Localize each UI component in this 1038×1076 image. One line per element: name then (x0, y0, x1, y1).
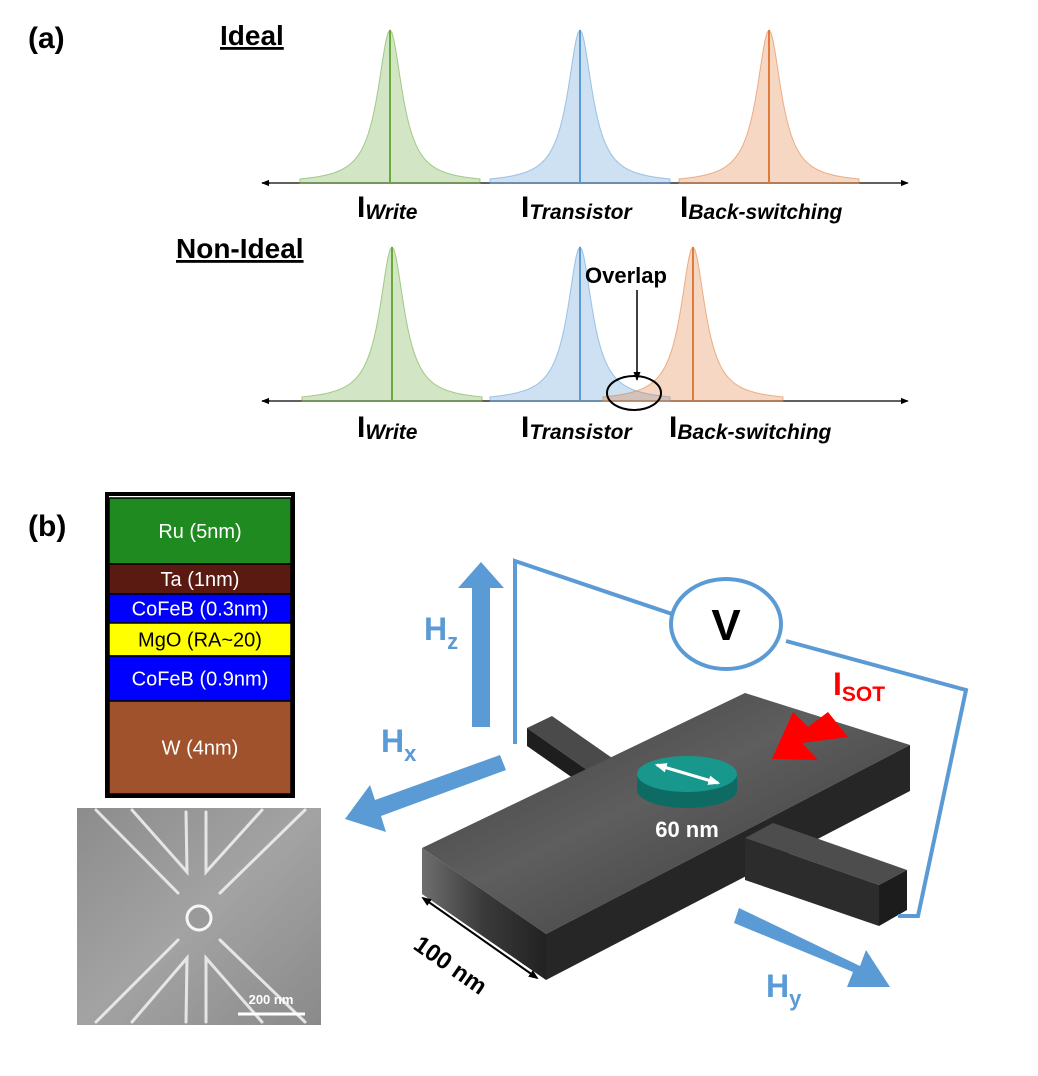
pillar-diameter-arrow (654, 763, 721, 785)
non-ideal-label-back-switching: IBack-switching (669, 411, 832, 444)
bar-width-arrow (421, 896, 539, 980)
layer-label-ru-5nm: Ru (5nm) (158, 521, 241, 543)
panel-a-label: (a) (28, 22, 65, 55)
non-ideal-label-transistor: ITransistor (521, 411, 633, 444)
layer-stack-frame (105, 492, 295, 798)
sem-pillar (185, 904, 213, 932)
voltmeter (669, 577, 783, 671)
current-label: ISOT (833, 666, 885, 706)
layer-label-mgo-ra-20: MgO (RA~20) (138, 630, 262, 652)
ideal-title: Ideal (220, 20, 284, 51)
ideal-peaks (299, 29, 860, 184)
layer-label-cofeb-0-9nm: CoFeB (0.9nm) (132, 669, 269, 691)
hx-arrow (345, 755, 506, 832)
ideal-label-write: IWrite (357, 191, 418, 224)
hz-arrow (458, 562, 504, 727)
bar-width-label: 100 nm (409, 931, 492, 1001)
hy-arrow (734, 908, 890, 987)
voltmeter-label: V (711, 601, 741, 650)
overlap-label: Overlap (585, 263, 667, 288)
ideal-label-transistor: ITransistor (521, 191, 633, 224)
hz-label: Hz (424, 611, 458, 654)
overlap-circle (606, 375, 662, 411)
layer-label-w-4nm: W (4nm) (162, 738, 239, 760)
layer-stack: Ru (5nm) Ta (1nm) CoFeB (0.3nm) MgO (RA~20)… (108, 497, 292, 795)
ideal-label-back-switching: IBack-switching (680, 191, 843, 224)
layer-label-ta-1nm: Ta (1nm) (161, 569, 240, 591)
panel-b-label: (b) (28, 510, 66, 543)
layer-label-cofeb-0-3nm: CoFeB (0.3nm) (132, 599, 269, 621)
non-ideal-label-write: IWrite (357, 411, 418, 444)
non-ideal-peaks (301, 246, 784, 402)
layer-w-4nm (108, 700, 292, 795)
sem-image: 200 nm (77, 808, 321, 1025)
voltmeter-circuit (513, 558, 969, 918)
pillar-size-label: 60 nm (655, 817, 719, 842)
hx-label: Hx (381, 723, 417, 766)
hy-label: Hy (766, 968, 802, 1011)
non-ideal-title: Non-Ideal (176, 233, 304, 264)
sem-scale-label: 200 nm (249, 992, 294, 1007)
current-arrow (772, 712, 848, 760)
mtj-pillar (637, 756, 737, 808)
